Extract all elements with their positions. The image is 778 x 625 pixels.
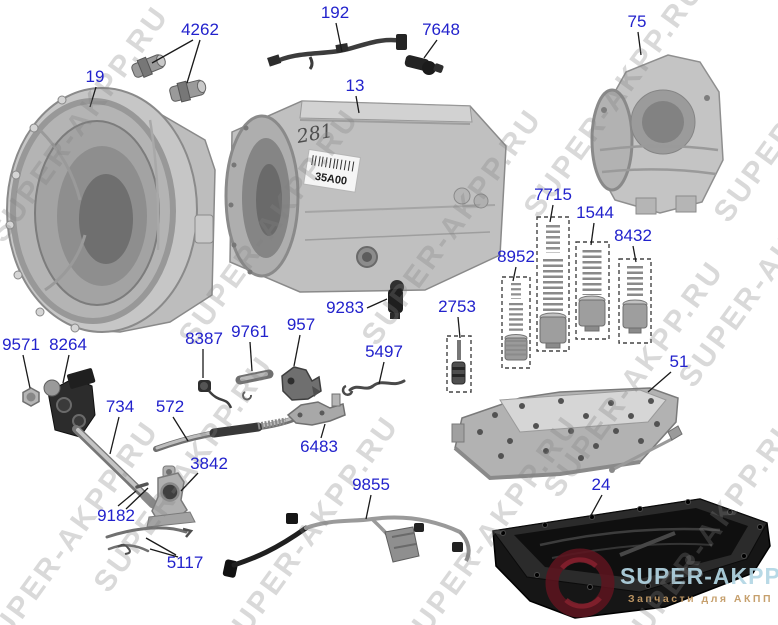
- part-label-5497: 5497: [365, 342, 403, 361]
- part-label-9761: 9761: [231, 322, 269, 341]
- part-rod-734: [72, 425, 158, 509]
- part-label-734: 734: [105, 397, 135, 416]
- part-label-9182: 9182: [97, 506, 135, 525]
- part-bracket-6483: [286, 393, 346, 426]
- part-label-1544: 1544: [576, 203, 614, 222]
- part-label-8952: 8952: [497, 247, 535, 266]
- part-sensor-7648: [404, 55, 444, 75]
- part-main-case-13: 35A00 281: [224, 100, 507, 293]
- part-label-24: 24: [591, 475, 611, 494]
- part-clip-5497: [341, 379, 406, 396]
- leader-lines: [22, 22, 672, 558]
- part-label-7648: 7648: [422, 20, 460, 39]
- logo-subtitle: Запчасти для АКПП: [628, 593, 773, 605]
- part-label-19: 19: [85, 67, 105, 86]
- part-harness-192: [267, 34, 407, 70]
- part-fittings-4262: [131, 54, 207, 103]
- part-label-9571: 9571: [2, 335, 40, 354]
- part-switch-8264: [43, 368, 96, 438]
- kit-box-7715: [536, 216, 570, 352]
- part-label-8387: 8387: [185, 329, 223, 348]
- part-pin-9182: [135, 482, 149, 489]
- part-label-192: 192: [320, 3, 350, 22]
- part-sensor-9283: [388, 280, 404, 319]
- part-pin-9761: [235, 369, 274, 401]
- logo-emblem-icon: [545, 548, 615, 618]
- logo-title: SUPER-AKPP: [620, 563, 778, 589]
- part-label-957: 957: [286, 315, 316, 334]
- kit-box-2753: [446, 335, 472, 393]
- part-label-9855: 9855: [352, 475, 390, 494]
- part-label-6483: 6483: [300, 437, 338, 456]
- part-label-3842: 3842: [190, 454, 228, 473]
- part-extension-housing-75: [590, 54, 724, 215]
- part-clips-5117: [105, 526, 194, 555]
- part-label-75: 75: [627, 12, 647, 31]
- part-label-572: 572: [155, 397, 185, 416]
- kit-box-8432: [618, 258, 652, 344]
- part-oil-pan-24: SUPER-AKPP Запчасти для АКПП: [492, 498, 778, 619]
- store-logo: SUPER-AKPP Запчасти для АКПП: [545, 548, 778, 618]
- part-lever-957: [281, 366, 322, 401]
- part-lever-3842: [146, 465, 196, 528]
- case-sticker-code: 35A00: [314, 171, 348, 188]
- part-shift-rod-572: [153, 412, 302, 452]
- part-label-4262: 4262: [181, 20, 219, 39]
- case-sticker: 35A00: [303, 148, 362, 193]
- part-grommet-8387: [198, 380, 233, 409]
- part-nut-9571: [22, 387, 40, 407]
- part-bell-housing-19: [5, 87, 216, 333]
- part-label-8432: 8432: [614, 226, 652, 245]
- part-label-51: 51: [669, 352, 689, 371]
- part-harness-9855: [222, 513, 471, 578]
- kit-box-8952: [501, 276, 531, 369]
- part-label-2753: 2753: [438, 297, 476, 316]
- kit-box-1544: [575, 241, 610, 340]
- part-label-13: 13: [345, 76, 365, 95]
- part-label-8264: 8264: [49, 335, 87, 354]
- part-label-5117: 5117: [166, 553, 204, 572]
- part-label-9283: 9283: [326, 298, 364, 317]
- part-label-7715: 7715: [534, 185, 572, 204]
- part-valve-body-51: [451, 387, 683, 481]
